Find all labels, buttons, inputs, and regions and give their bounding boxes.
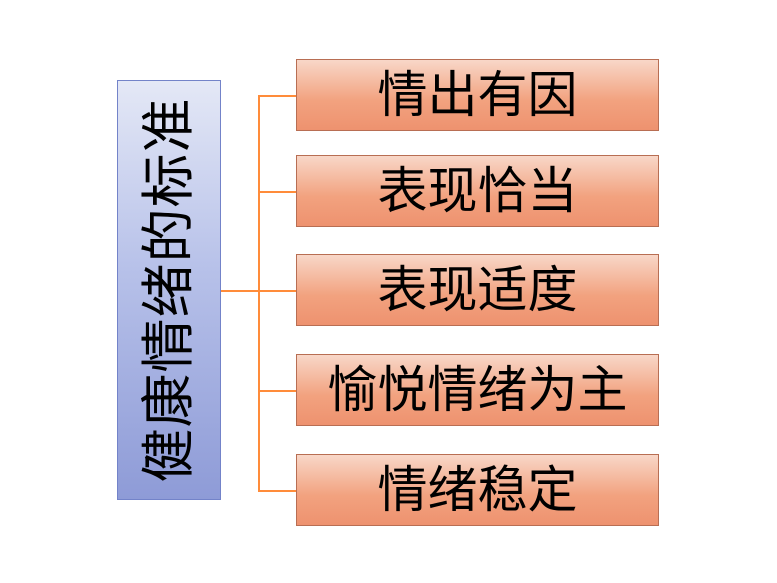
vertical-connector (258, 95, 260, 491)
item-label-4: 愉悦情绪为主 (327, 361, 628, 419)
item-label-1: 情出有因 (377, 66, 578, 124)
branch-connector-5 (258, 490, 296, 492)
branch-connector-4 (258, 390, 296, 392)
item-node-5: 情绪稳定 (296, 454, 659, 526)
branch-connector-1 (258, 95, 296, 97)
item-label-3: 表现适度 (377, 261, 578, 319)
root-node: 健康情绪的标准 (117, 80, 221, 500)
item-label-2: 表现恰当 (377, 162, 578, 220)
root-connector (221, 290, 258, 292)
item-node-3: 表现适度 (296, 254, 659, 326)
branch-connector-3 (258, 290, 296, 292)
branch-connector-2 (258, 191, 296, 193)
root-label: 健康情绪的标准 (137, 97, 200, 483)
item-label-5: 情绪稳定 (377, 461, 578, 519)
item-node-2: 表现恰当 (296, 155, 659, 227)
item-node-1: 情出有因 (296, 59, 659, 131)
item-node-4: 愉悦情绪为主 (296, 354, 659, 426)
